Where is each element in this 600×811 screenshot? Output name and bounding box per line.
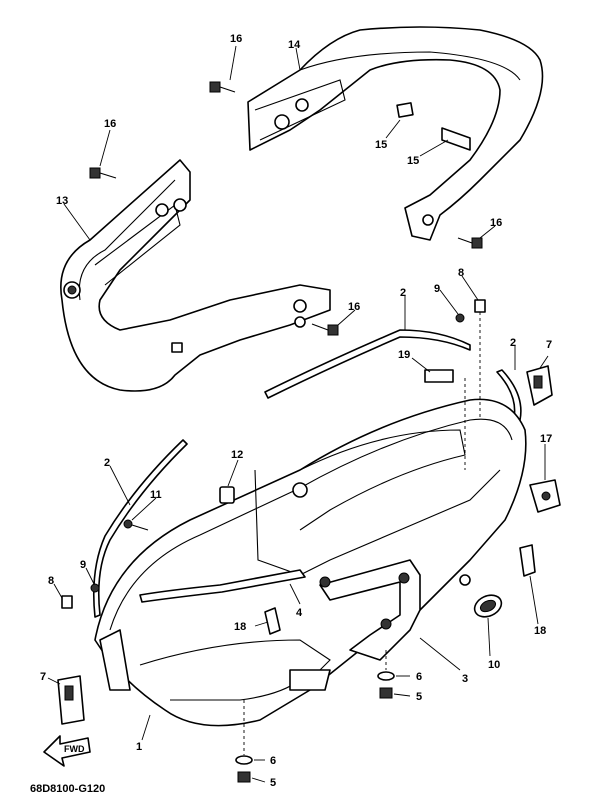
washer-6-bottom xyxy=(235,755,253,765)
callout-2-right: 2 xyxy=(510,337,516,349)
callout-6-right: 6 xyxy=(416,671,422,683)
callout-18-right: 18 xyxy=(534,625,546,637)
screw-9-left xyxy=(90,583,100,593)
bolt-16-top xyxy=(209,81,236,93)
bracket-plate-3 xyxy=(319,559,421,661)
callout-4: 4 xyxy=(296,607,303,619)
bolt-5-right xyxy=(379,687,393,699)
callout-1: 1 xyxy=(136,741,142,753)
callout-13: 13 xyxy=(56,195,68,207)
callout-12: 12 xyxy=(231,449,243,461)
leader-lines xyxy=(47,45,549,783)
strap-4 xyxy=(139,569,306,603)
seal-strip-top xyxy=(264,329,471,399)
lock-bracket-7-left xyxy=(57,675,85,725)
callout-5-bottom: 5 xyxy=(270,777,276,789)
callout-8-left: 8 xyxy=(48,575,54,587)
callout-17: 17 xyxy=(540,433,552,445)
lock-bracket-7-right xyxy=(526,365,553,406)
front-handle-bracket xyxy=(60,159,331,392)
bolt-16-right xyxy=(457,237,483,249)
callout-6-bottom: 6 xyxy=(270,755,276,767)
clip-18-right xyxy=(519,544,536,577)
callout-5-right: 5 xyxy=(416,691,422,703)
fwd-label: FWD xyxy=(64,744,85,754)
clip-8-left xyxy=(61,595,73,609)
diagram-code: 68D8100-G120 xyxy=(30,783,105,795)
bolt-16-left xyxy=(89,167,117,179)
callout-8-top: 8 xyxy=(458,267,464,279)
bottom-cowling xyxy=(94,398,527,727)
latch-17 xyxy=(529,479,561,513)
clip-18-left xyxy=(264,607,281,635)
callout-14: 14 xyxy=(288,39,301,51)
callout-16-top: 16 xyxy=(230,33,242,45)
callout-16-right: 16 xyxy=(490,217,502,229)
callout-19: 19 xyxy=(398,349,410,361)
bolt-16-center xyxy=(311,323,339,336)
screw-11 xyxy=(123,519,149,531)
callout-7-left: 7 xyxy=(40,671,46,683)
callout-2-left: 2 xyxy=(104,457,110,469)
callout-3: 3 xyxy=(462,673,468,685)
callout-2-top: 2 xyxy=(400,287,406,299)
plug-10 xyxy=(473,594,503,618)
callout-18-left: 18 xyxy=(234,621,246,633)
callout-9-left: 9 xyxy=(80,559,86,571)
rear-handle-bracket xyxy=(247,26,544,241)
callout-9-top: 9 xyxy=(434,283,440,295)
screw-9-top xyxy=(455,313,465,323)
callout-15-a: 15 xyxy=(375,139,387,151)
clip-8-top xyxy=(474,299,486,313)
callout-11: 11 xyxy=(150,489,162,501)
bolt-5-bottom xyxy=(237,771,251,783)
grommet-12 xyxy=(219,486,235,504)
callout-15-b: 15 xyxy=(407,155,419,167)
washer-6-right xyxy=(377,671,395,681)
callout-7-right: 7 xyxy=(546,339,552,351)
callout-10: 10 xyxy=(488,659,500,671)
pad-19 xyxy=(424,369,454,383)
fwd-arrow-icon: FWD xyxy=(43,735,91,767)
callout-16-center: 16 xyxy=(348,301,360,313)
callout-16-left: 16 xyxy=(104,118,116,130)
